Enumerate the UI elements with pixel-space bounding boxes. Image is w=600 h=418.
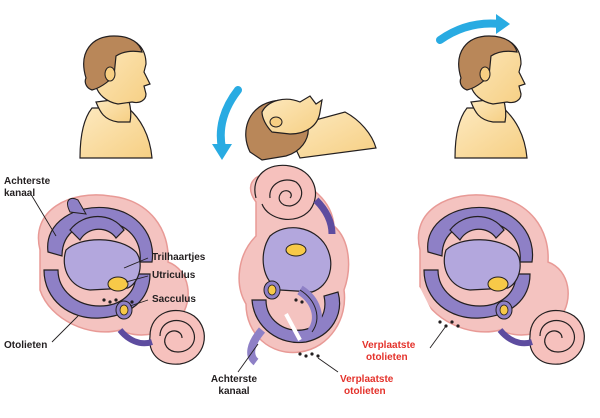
label-utriculus: Utriculus xyxy=(152,270,196,281)
label-sacculus: Sacculus xyxy=(152,294,196,305)
curved-arrow-down-icon xyxy=(216,86,242,152)
head-upright-right xyxy=(454,35,528,159)
label-verplaatste-mid-line2: otolieten xyxy=(344,386,386,397)
label-verplaatste-right-line2: otolieten xyxy=(366,352,408,363)
inner-ear-right xyxy=(416,194,585,365)
head-upright-left xyxy=(79,35,153,159)
label-achterste-kanaal-line2: kanaal xyxy=(4,188,36,199)
label-bottom-achterste-line2: kanaal xyxy=(218,386,250,397)
leader-lines xyxy=(31,195,447,373)
label-verplaatste-right-line1: Verplaatste xyxy=(362,340,416,351)
head-lying-middle xyxy=(245,95,377,161)
label-trilhaartjes: Trilhaartjes xyxy=(152,252,206,263)
inner-ear-middle xyxy=(238,164,350,366)
label-achterste-kanaal-line1: Achterste xyxy=(4,176,51,187)
label-verplaatste-mid-line1: Verplaatste xyxy=(340,374,394,385)
inner-ear-left xyxy=(37,194,205,365)
label-otolieten: Otolieten xyxy=(4,340,48,351)
curved-arrow-right-icon xyxy=(436,19,504,44)
label-bottom-achterste-line1: Achterste xyxy=(210,374,258,385)
